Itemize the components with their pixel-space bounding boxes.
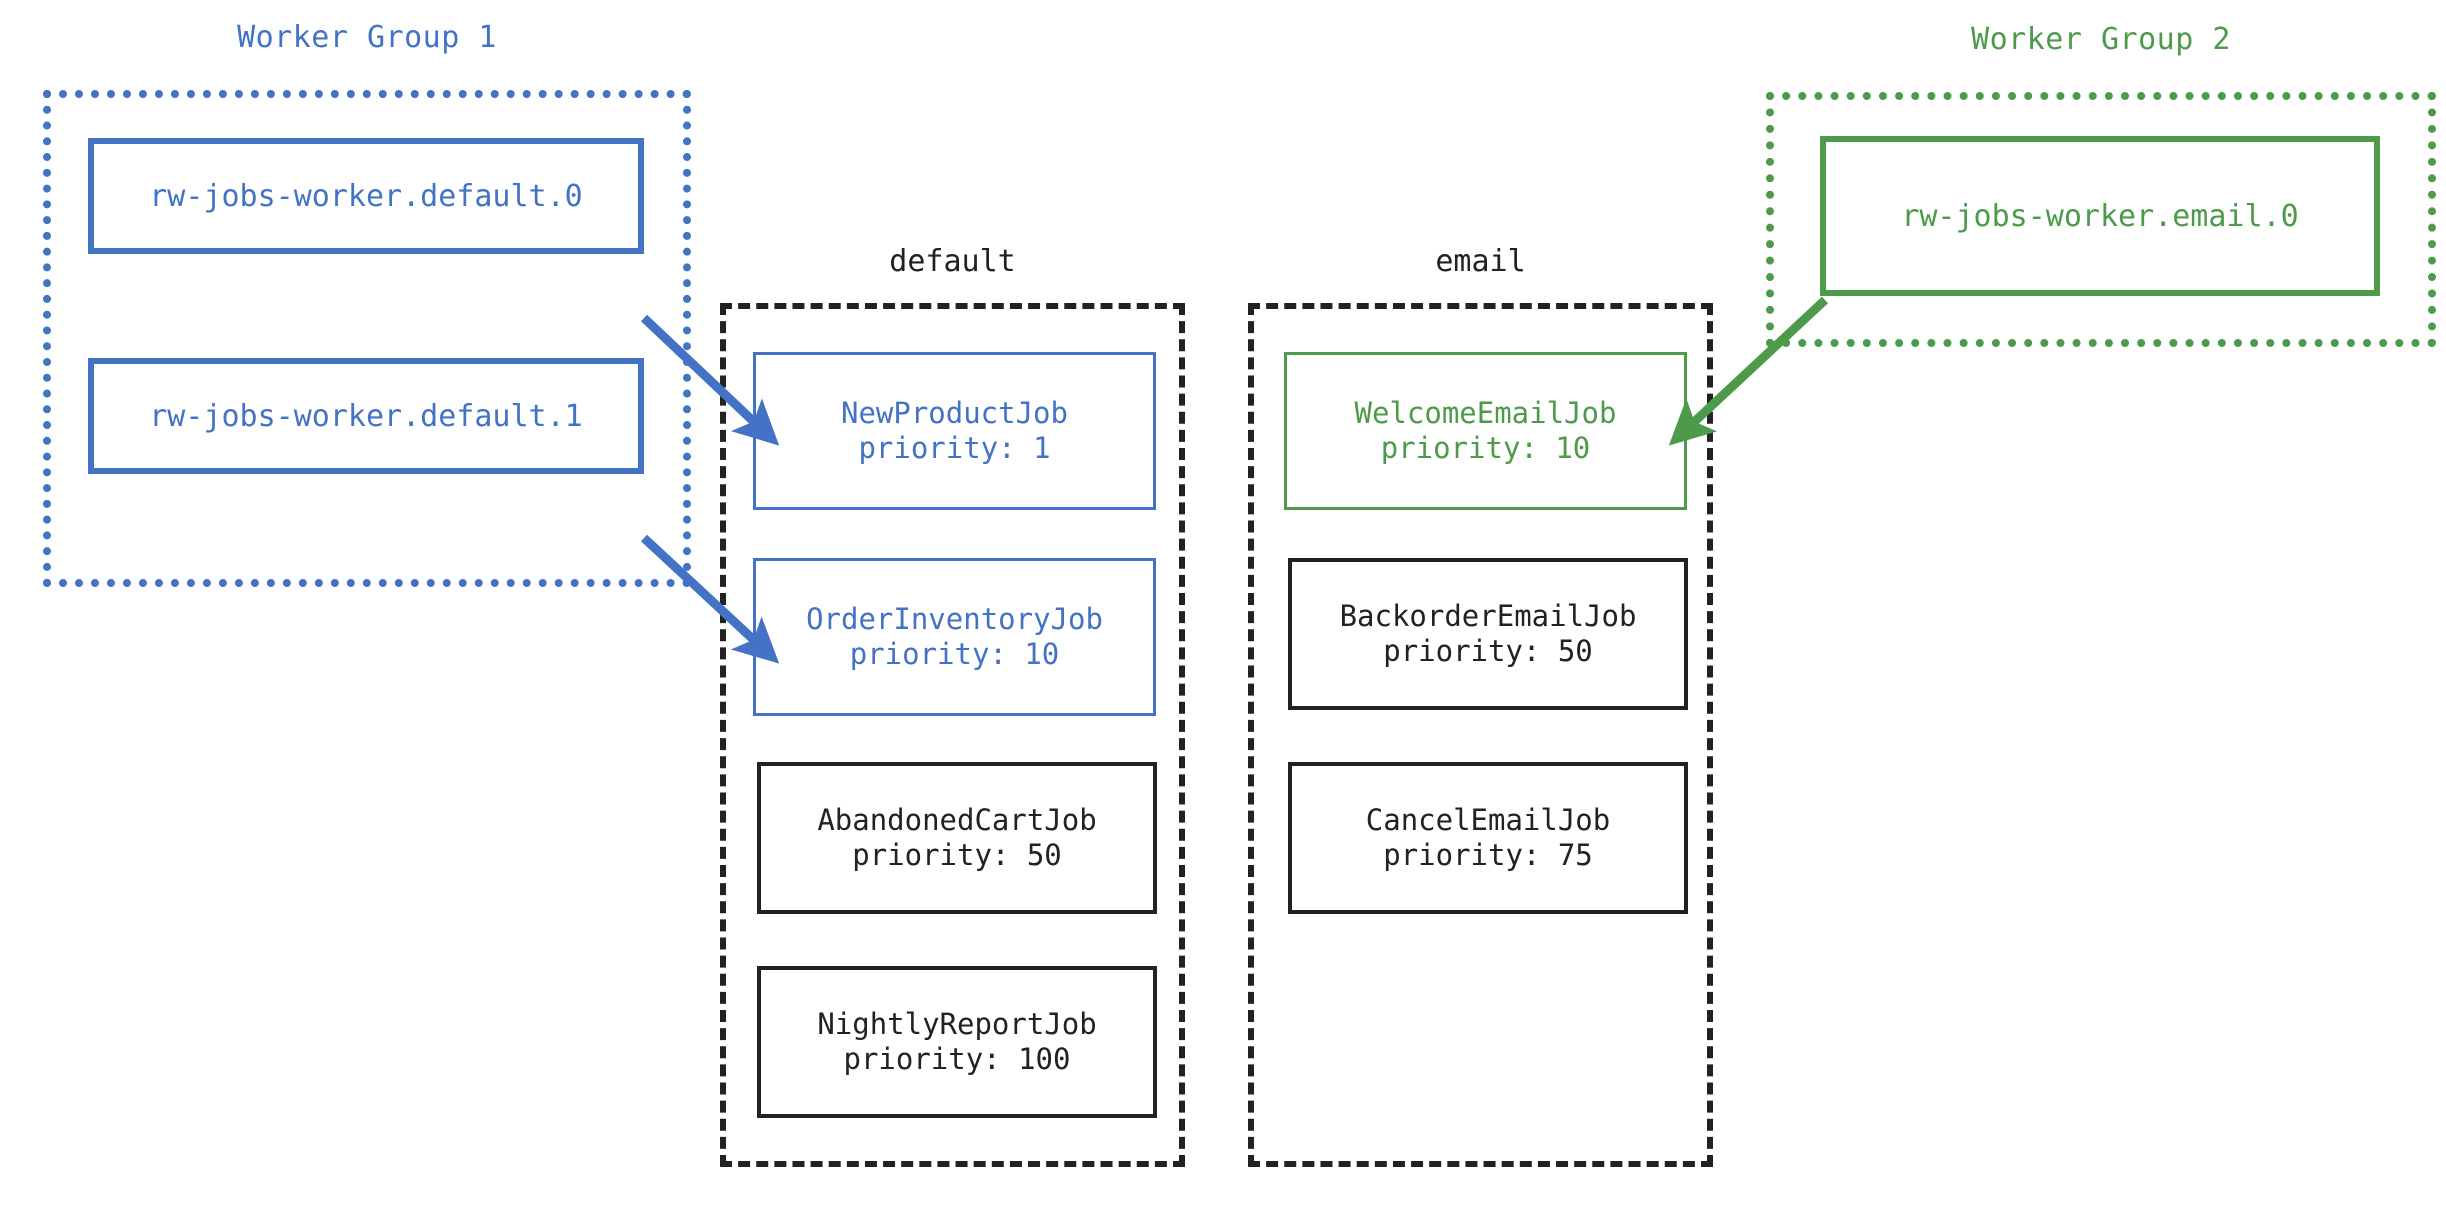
job-name: NightlyReportJob [817, 1006, 1097, 1041]
job-card-new-product-job[interactable]: NewProductJob priority: 1 [753, 352, 1156, 510]
queue-default-title: default [889, 244, 1016, 279]
job-priority: priority: 100 [843, 1042, 1071, 1076]
job-name: AbandonedCartJob [817, 802, 1097, 837]
worker-box-email-0[interactable]: rw-jobs-worker.email.0 [1820, 136, 2380, 296]
job-name: NewProductJob [841, 395, 1068, 430]
job-card-backorder-email-job[interactable]: BackorderEmailJob priority: 50 [1288, 558, 1688, 710]
worker-box-default-1[interactable]: rw-jobs-worker.default.1 [88, 358, 644, 474]
worker-box-default-1-label: rw-jobs-worker.default.1 [149, 398, 583, 434]
job-priority: priority: 10 [849, 637, 1060, 671]
worker-box-email-0-label: rw-jobs-worker.email.0 [1901, 198, 2299, 234]
job-name: BackorderEmailJob [1339, 598, 1637, 633]
job-name: WelcomeEmailJob [1354, 395, 1617, 430]
queue-default-container [720, 303, 1185, 1167]
job-card-cancel-email-job[interactable]: CancelEmailJob priority: 75 [1288, 762, 1688, 914]
worker-group-2-title: Worker Group 2 [1971, 22, 2231, 57]
worker-group-2-container [1766, 92, 2436, 347]
queue-email-title: email [1435, 244, 1526, 279]
job-priority: priority: 1 [858, 431, 1051, 465]
job-card-order-inventory-job[interactable]: OrderInventoryJob priority: 10 [753, 558, 1156, 716]
worker-group-1-title: Worker Group 1 [237, 20, 497, 55]
job-name: CancelEmailJob [1365, 802, 1611, 837]
job-priority: priority: 75 [1383, 838, 1593, 872]
queue-email-container [1248, 303, 1713, 1167]
job-name: OrderInventoryJob [806, 601, 1103, 636]
job-priority: priority: 10 [1380, 431, 1591, 465]
job-card-nightly-report-job[interactable]: NightlyReportJob priority: 100 [757, 966, 1157, 1118]
job-card-welcome-email-job[interactable]: WelcomeEmailJob priority: 10 [1284, 352, 1687, 510]
job-priority: priority: 50 [852, 838, 1062, 872]
job-priority: priority: 50 [1383, 634, 1593, 668]
worker-box-default-0[interactable]: rw-jobs-worker.default.0 [88, 138, 644, 254]
worker-box-default-0-label: rw-jobs-worker.default.0 [149, 178, 583, 214]
job-card-abandoned-cart-job[interactable]: AbandonedCartJob priority: 50 [757, 762, 1157, 914]
